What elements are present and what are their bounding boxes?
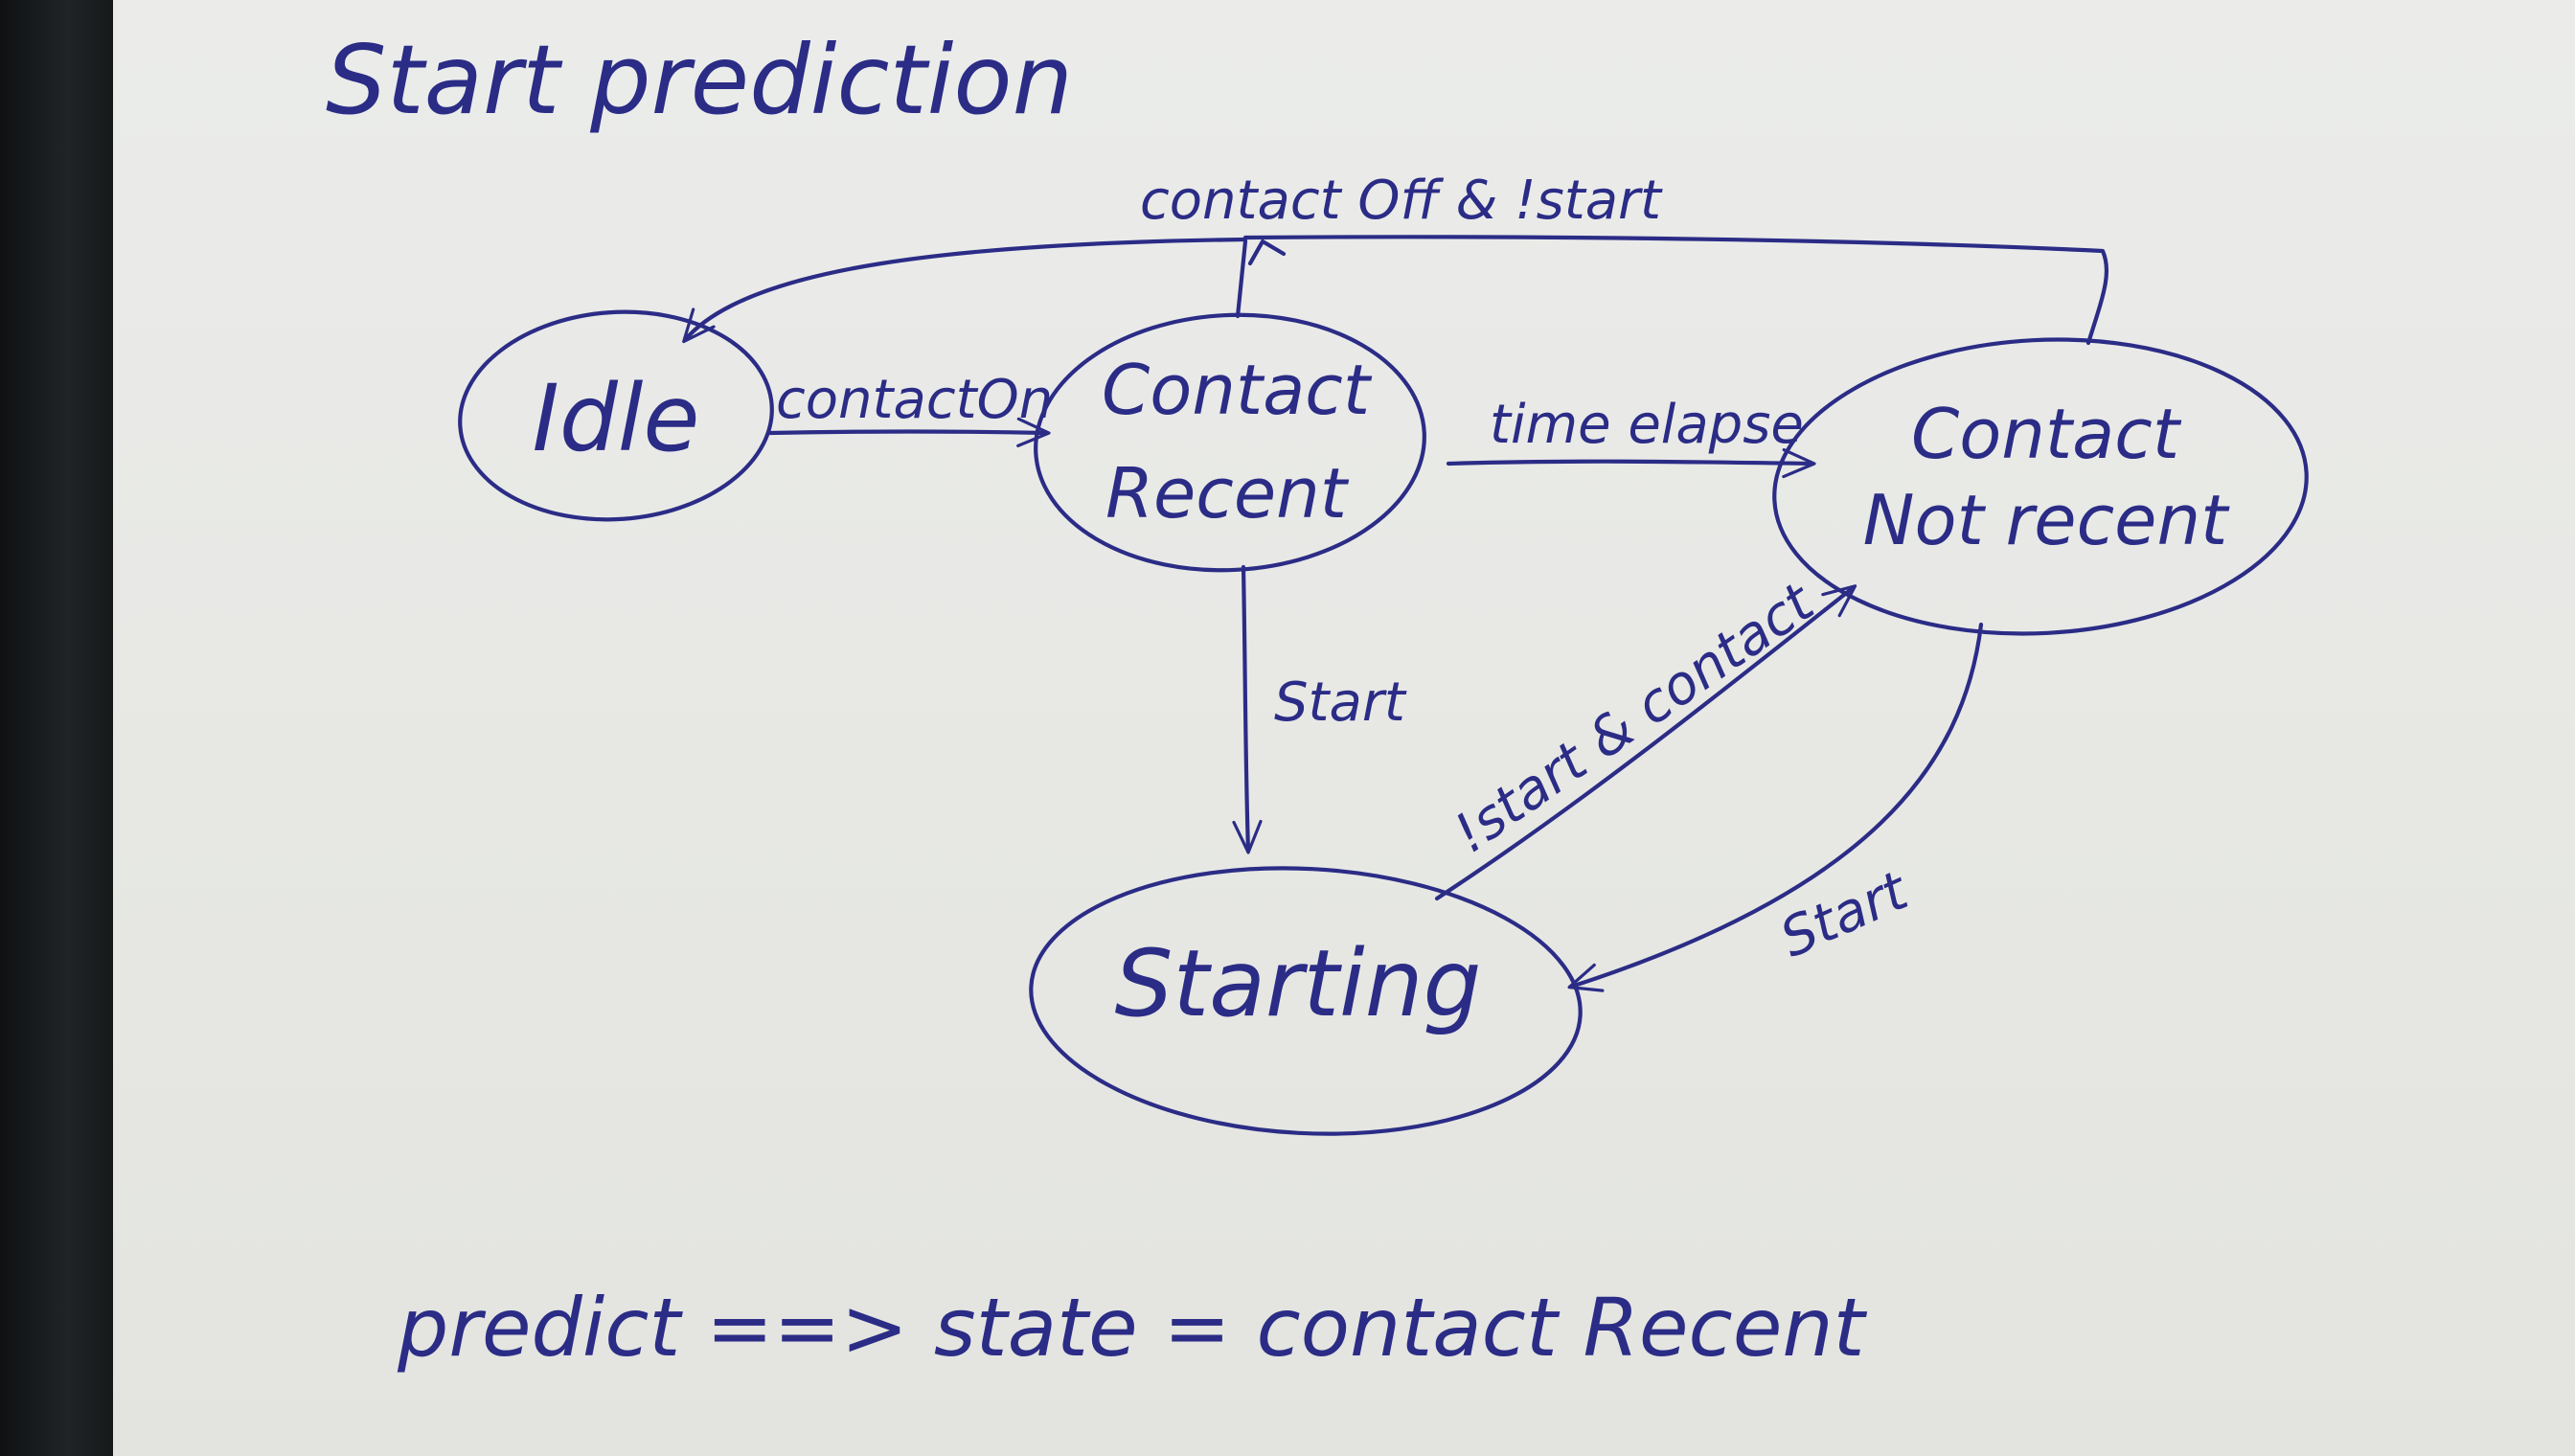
transition-start-from-not-recent-label: Start: [1771, 859, 1918, 970]
transition-contact-off-line-right: [1242, 235, 2109, 346]
transition-time-elapse: time elapse: [1446, 394, 1816, 479]
transition-time-elapse-label: time elapse: [1490, 394, 1804, 456]
footer-note: predict ==> state = contact Recent: [397, 1281, 1868, 1375]
transition-contact-on: contactOn: [766, 369, 1053, 447]
transition-contact-on-line: [766, 417, 1051, 447]
transition-not-start-and-contact-label: !start & contact: [1443, 571, 1827, 866]
state-starting: Starting: [1029, 866, 1583, 1136]
diagram-title: Start prediction: [326, 24, 1073, 136]
transition-contact-off-line-left: [682, 237, 1248, 344]
transition-contact-off-branch: [1235, 239, 1248, 319]
state-idle-label: Idle: [533, 365, 700, 472]
transition-not-start-and-contact-line: [1434, 584, 1857, 901]
transition-start-from-recent: Start: [1232, 564, 1407, 854]
transition-contact-off-branch-arrow: [1247, 239, 1287, 266]
state-contact-recent-label-line2: Recent: [1105, 453, 1350, 534]
state-starting-label: Starting: [1115, 930, 1482, 1037]
state-contact-not-recent-label-line2: Not recent: [1863, 480, 2230, 560]
state-contact-recent-label-line1: Contact: [1102, 350, 1373, 430]
transition-start-from-recent-label: Start: [1274, 671, 1407, 734]
transition-contact-off-not-start: contact Off & !start: [682, 170, 2109, 346]
state-contact-not-recent: Contact Not recent: [1772, 337, 2309, 636]
state-starting-ellipse: [1029, 866, 1583, 1136]
state-contact-recent-ellipse: [1034, 312, 1426, 573]
state-contact-not-recent-ellipse: [1772, 337, 2309, 636]
transition-time-elapse-line: [1446, 447, 1816, 479]
transition-contact-on-label: contactOn: [776, 369, 1053, 431]
state-idle: Idle: [458, 309, 774, 522]
transition-start-from-not-recent: Start: [1567, 622, 1984, 992]
state-contact-recent: Contact Recent: [1034, 312, 1426, 573]
transition-contact-off-label: contact Off & !start: [1140, 170, 1663, 232]
transition-not-start-and-contact: !start & contact: [1434, 571, 1857, 901]
transition-start-from-not-recent-line: [1567, 622, 1984, 992]
transition-start-from-recent-line: [1232, 564, 1263, 854]
paper-sheet: [113, 0, 2575, 1456]
state-idle-ellipse: [458, 309, 774, 522]
state-contact-not-recent-label-line1: Contact: [1911, 394, 2182, 474]
